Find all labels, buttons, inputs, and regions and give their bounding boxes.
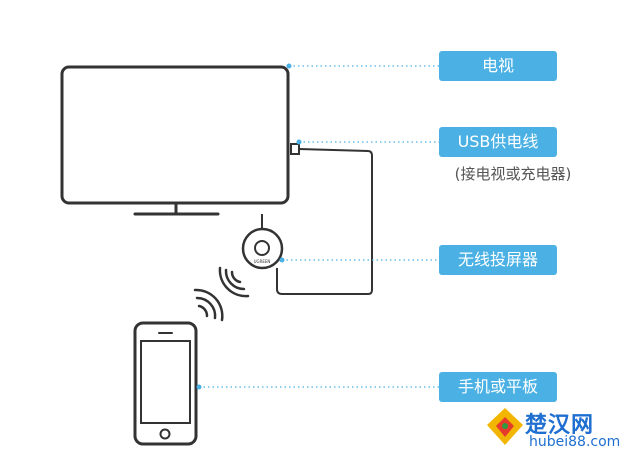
leader-lines <box>199 65 439 388</box>
usb-cable-label: USB供电线 <box>439 127 557 157</box>
watermark-url: hubei88.com <box>529 434 621 450</box>
watermark-logo-icon <box>487 408 523 445</box>
svg-text:UGREEN: UGREEN <box>254 259 271 264</box>
phone-label: 手机或平板 <box>439 372 557 402</box>
phone-icon <box>133 321 198 446</box>
usb-cable <box>261 148 373 295</box>
usb-note-text: (接电视或充电器) <box>454 165 572 183</box>
watermark-site-name: 楚汉网 <box>525 413 595 438</box>
usb-plug-icon <box>290 143 300 155</box>
projector-label: 无线投屏器 <box>439 245 557 275</box>
wifi-signal-icon <box>218 266 250 298</box>
tv-label: 电视 <box>439 51 557 81</box>
leader-dots <box>196 63 302 390</box>
phone-wifi-signal-icon <box>193 288 224 322</box>
tv-icon <box>60 65 290 216</box>
projector-device-icon: UGREEN <box>241 227 284 270</box>
